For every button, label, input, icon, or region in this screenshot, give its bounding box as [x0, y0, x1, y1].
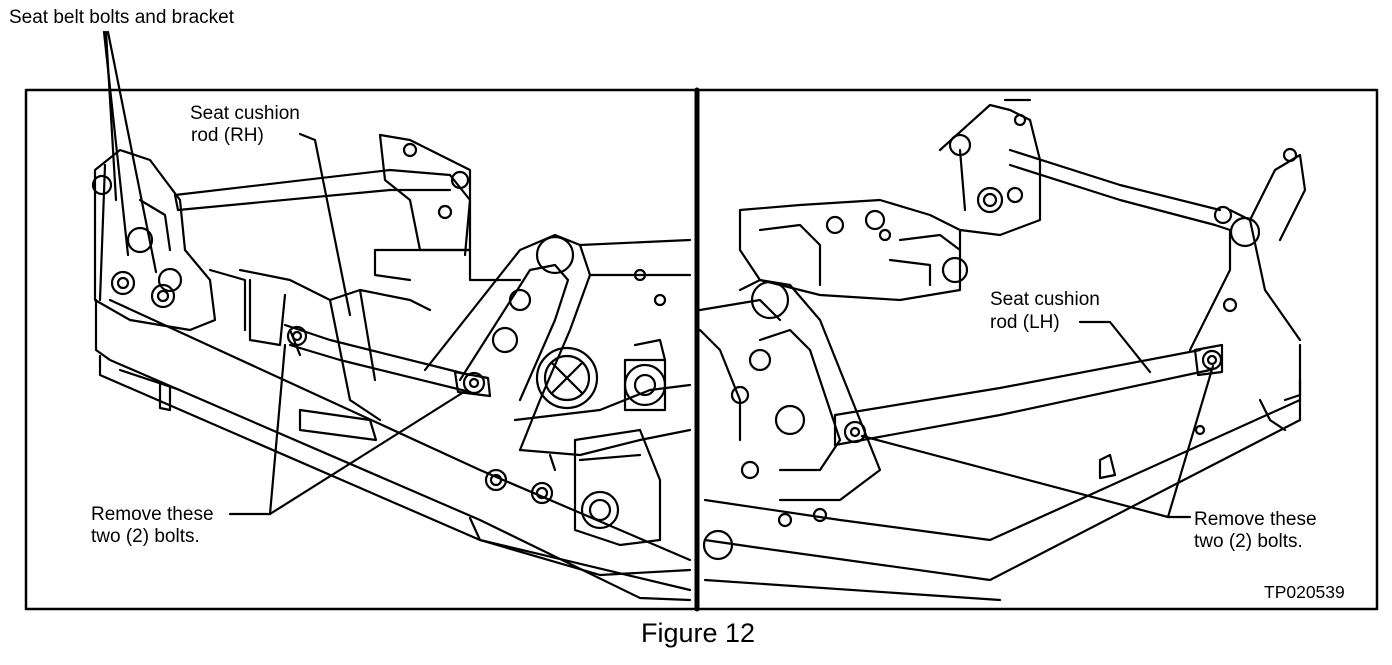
seat-belt-bolts-label: Seat belt bolts and bracket — [9, 7, 234, 28]
seat-cushion-rod-rh-label-line1: Seat cushion — [190, 103, 300, 124]
seat-cushion-rod-lh-label-line1: Seat cushion — [990, 289, 1100, 310]
remove-bolts-rh-label-line1: Remove these — [91, 504, 214, 525]
left-seat-frame — [91, 133, 692, 602]
left-callout-lines — [102, 30, 469, 516]
figure-frame — [24, 88, 1379, 611]
right-callout-lines — [860, 320, 1215, 519]
right-seat-frame — [698, 98, 1307, 602]
remove-bolts-lh-label-line1: Remove these — [1194, 509, 1317, 530]
seat-cushion-rod-lh-label-line2: rod (LH) — [990, 312, 1060, 333]
remove-bolts-rh-label-line2: two (2) bolts. — [91, 526, 200, 547]
figure-caption: Figure 12 — [641, 618, 756, 648]
figure-code: TP020539 — [1264, 582, 1345, 602]
seat-cushion-rod-rh-label-line2: rod (RH) — [191, 125, 264, 146]
remove-bolts-lh-label-line2: two (2) bolts. — [1194, 531, 1303, 552]
